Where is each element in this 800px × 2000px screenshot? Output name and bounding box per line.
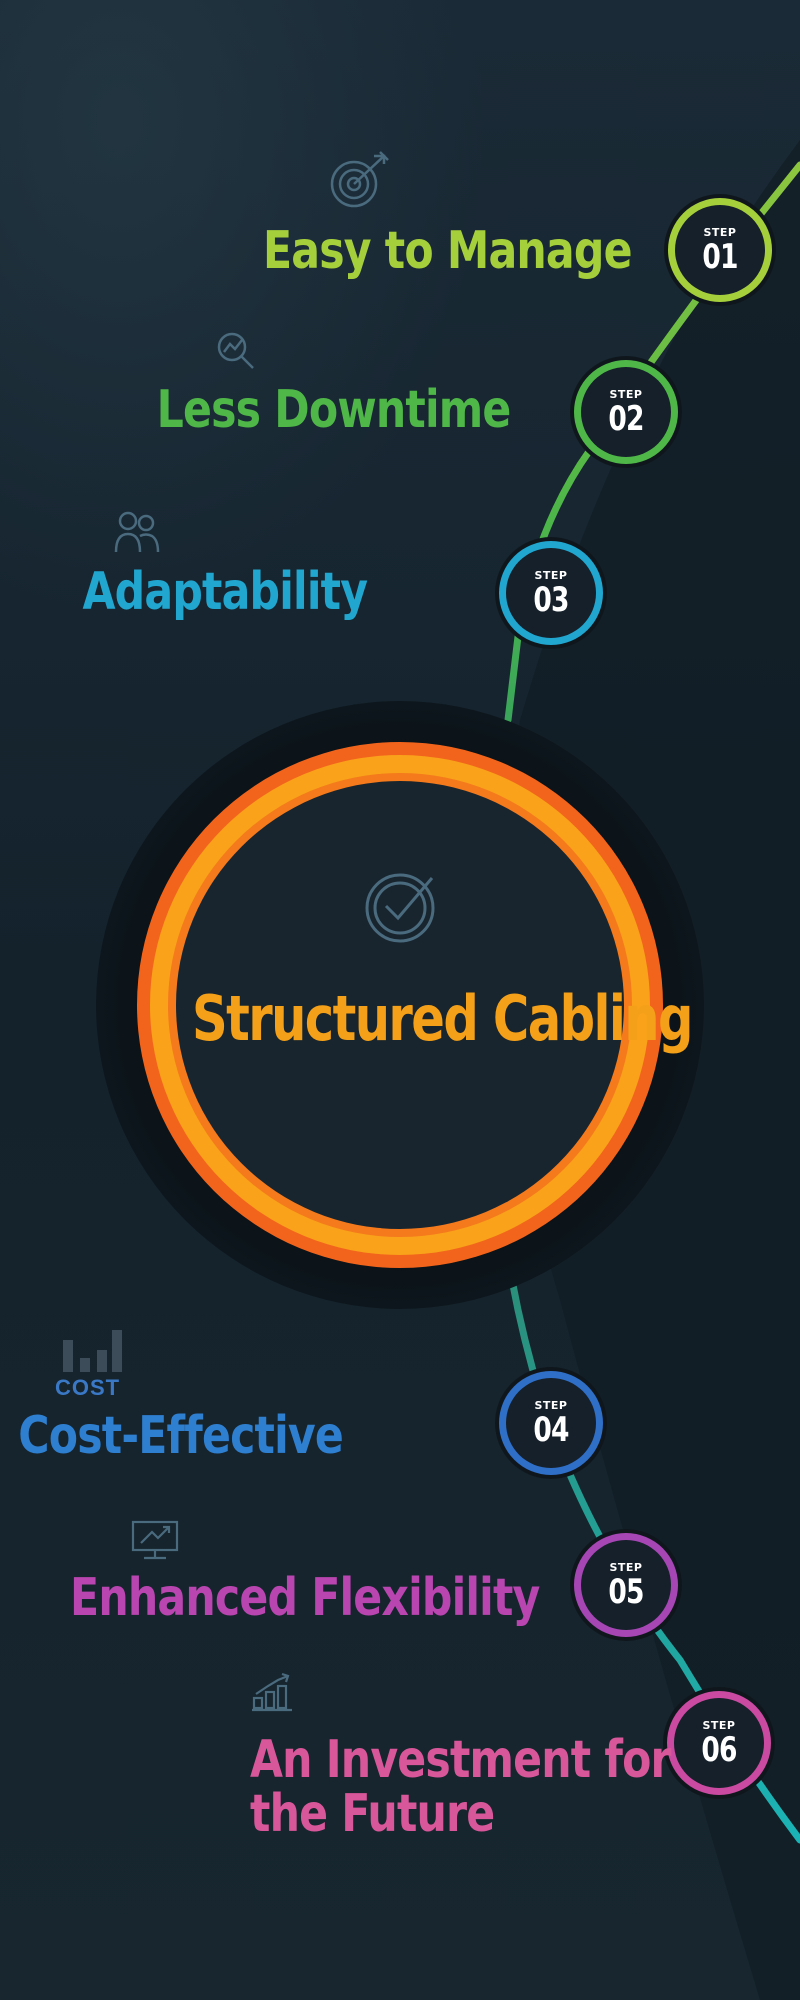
target-icon [330,151,389,208]
step-badge-02-text: STEP 02 [586,388,666,437]
center-core [176,781,624,1229]
step-word: STEP [703,226,737,239]
step-number: 05 [608,1572,644,1612]
search-chart-icon [217,332,254,369]
step-03-label: Adaptability [82,562,368,622]
step-number: 01 [702,237,738,277]
step-number: 03 [533,580,569,620]
step-word: STEP [609,388,643,401]
step-badge-06-text: STEP 06 [679,1719,759,1768]
cost-icon-text: COST [55,1375,121,1400]
step-word: STEP [702,1719,736,1732]
step-word: STEP [534,569,568,582]
cost-chart-icon [63,1330,122,1372]
step-badge-03 [495,537,607,649]
step-badge-06 [663,1687,775,1799]
monitor-growth-icon [131,1520,179,1560]
step-word: STEP [534,1399,568,1412]
bar-growth-icon [252,1672,292,1712]
step-badge-02 [570,356,682,468]
step-04-label: Cost-Effective [18,1406,344,1466]
step-number: 04 [533,1410,569,1450]
step-number: 06 [701,1730,737,1770]
center-title: Structured Cabling [192,982,694,1055]
step-badge-04 [495,1367,607,1479]
step-word: STEP [609,1561,643,1574]
step-badge-03-text: STEP 03 [511,569,591,618]
step-06-label-line1: An Investment for [250,1730,672,1790]
step-06-label-line2: the Future [250,1784,495,1844]
step-01-label: Easy to Manage [263,221,633,281]
users-icon [114,511,160,553]
step-badge-05-text: STEP 05 [586,1561,666,1610]
check-circle-icon [365,873,435,943]
step-number: 02 [608,399,644,439]
step-badge-05 [570,1529,682,1641]
step-badge-01 [664,194,776,306]
step-05-label: Enhanced Flexibility [70,1568,541,1628]
step-badge-04-text: STEP 04 [511,1399,591,1448]
step-badge-01-text: STEP 01 [680,226,760,275]
step-02-label: Less Downtime [156,380,511,440]
